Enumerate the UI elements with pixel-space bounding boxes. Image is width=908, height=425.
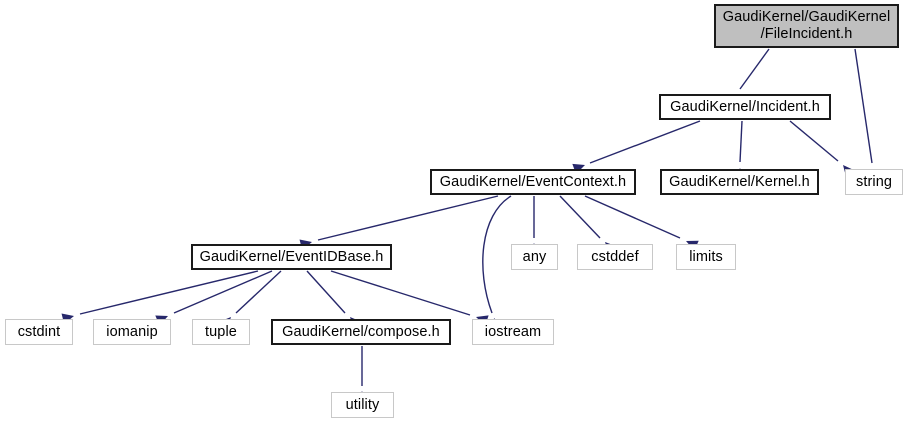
node-eventcontext[interactable]: GaudiKernel/EventContext.h	[430, 169, 636, 195]
node-label-cstddef: cstddef	[591, 248, 639, 265]
node-cstddef[interactable]: cstddef	[577, 244, 653, 270]
node-tuple[interactable]: tuple	[192, 319, 250, 345]
node-label-tuple: tuple	[205, 323, 237, 340]
node-eventidbase[interactable]: GaudiKernel/EventIDBase.h	[191, 244, 392, 270]
edge-eventcontext-to-limits	[584, 195, 681, 239]
node-label-fileincident: GaudiKernel/GaudiKernel /FileIncident.h	[722, 9, 891, 42]
node-label-utility: utility	[345, 396, 380, 413]
node-incident[interactable]: GaudiKernel/Incident.h	[659, 94, 831, 120]
node-kernel[interactable]: GaudiKernel/Kernel.h	[660, 169, 819, 195]
edge-incident-to-kernel	[739, 120, 743, 163]
node-iostream[interactable]: iostream	[472, 319, 554, 345]
edge-eventidbase-to-cstdint	[79, 270, 259, 315]
edge-incident-to-string	[789, 120, 839, 162]
edge-eventidbase-to-tuple	[235, 270, 282, 314]
node-label-iostream: iostream	[484, 323, 542, 340]
node-label-limits: limits	[689, 248, 723, 265]
node-label-compose: GaudiKernel/compose.h	[282, 323, 440, 340]
node-utility[interactable]: utility	[331, 392, 394, 418]
node-cstdint[interactable]: cstdint	[5, 319, 73, 345]
edge-eventcontext-to-cstddef	[559, 195, 601, 239]
edge-eventidbase-to-compose	[306, 270, 346, 314]
node-label-iomanip: iomanip	[106, 323, 158, 340]
node-fileincident[interactable]: GaudiKernel/GaudiKernel /FileIncident.h	[714, 4, 899, 48]
edge-eventidbase-to-iostream	[330, 270, 471, 316]
node-label-incident: GaudiKernel/Incident.h	[670, 98, 820, 115]
edge-eventidbase-to-iomanip	[173, 270, 273, 314]
edge-fileincident-to-string	[854, 48, 873, 164]
node-iomanip[interactable]: iomanip	[93, 319, 171, 345]
node-string[interactable]: string	[845, 169, 903, 195]
node-label-cstdint: cstdint	[17, 323, 61, 340]
edge-eventcontext-to-iostream	[482, 195, 512, 314]
node-label-eventcontext: GaudiKernel/EventContext.h	[439, 173, 627, 190]
edge-fileincident-to-incident	[739, 48, 770, 90]
node-label-string: string	[855, 173, 893, 190]
node-label-eventidbase: GaudiKernel/EventIDBase.h	[199, 248, 384, 265]
node-label-any: any	[522, 248, 547, 265]
node-compose[interactable]: GaudiKernel/compose.h	[271, 319, 451, 345]
edge-eventcontext-to-eventidbase	[317, 195, 499, 241]
node-label-kernel: GaudiKernel/Kernel.h	[669, 173, 810, 190]
edge-incident-to-eventcontext	[589, 120, 701, 164]
node-any[interactable]: any	[511, 244, 558, 270]
node-limits[interactable]: limits	[676, 244, 736, 270]
